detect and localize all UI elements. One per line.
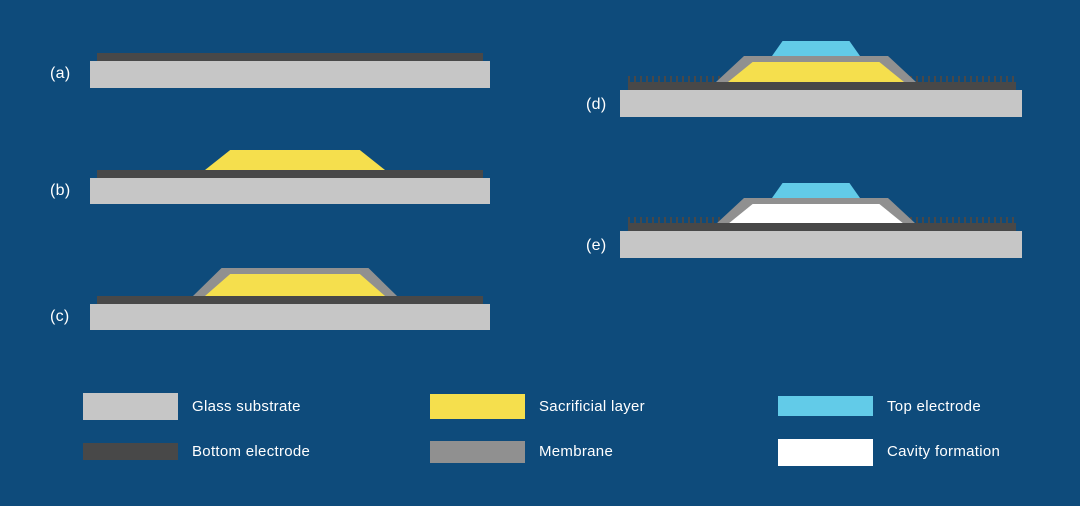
step-a-bottom-electrode-layer — [97, 53, 483, 61]
step-e-membrane-layer — [716, 198, 916, 224]
step-b-label: (b) — [50, 182, 71, 199]
legend-swatch-bottom-electrode — [83, 443, 178, 460]
step-d-glass-substrate-layer — [620, 90, 1022, 117]
step-c-glass-substrate-layer — [90, 304, 490, 330]
legend-label-cavity-formation: Cavity formation — [887, 443, 1001, 460]
legend-swatch-membrane — [430, 441, 525, 463]
step-d-sacrificial-layer — [728, 62, 904, 82]
step-d-top-electrode-layer — [772, 41, 860, 56]
step-a-label: (a) — [50, 65, 71, 82]
step-d-membrane-layer — [716, 56, 916, 82]
step-e-glass-substrate-layer — [620, 231, 1022, 258]
step-d-bottom-electrode-layer — [628, 82, 1016, 90]
step-c-bottom-electrode-layer — [97, 296, 483, 304]
step-e-label: (e) — [586, 237, 607, 254]
legend-label-bottom-electrode: Bottom electrode — [192, 443, 311, 460]
legend-label-sacrificial-layer: Sacrificial layer — [539, 398, 645, 415]
step-c-membrane-layer — [193, 268, 397, 296]
legend-swatch-cavity-formation — [778, 439, 873, 466]
legend-label-top-electrode: Top electrode — [887, 398, 981, 415]
step-b-glass-substrate-layer — [90, 178, 490, 204]
step-e-bottom-electrode-layer — [628, 223, 1016, 231]
step-d-label: (d) — [586, 96, 607, 113]
step-b-sacrificial-layer — [205, 150, 385, 170]
legend-swatch-top-electrode — [778, 396, 873, 416]
step-e-top-electrode-layer — [772, 183, 860, 198]
legend-swatch-sacrificial-layer — [430, 394, 525, 419]
step-a-glass-substrate-layer — [90, 61, 490, 88]
legend-label-glass-substrate: Glass substrate — [192, 398, 301, 415]
step-c-sacrificial-layer — [205, 274, 385, 296]
step-e-cavity — [728, 204, 904, 224]
step-b-bottom-electrode-layer — [97, 170, 483, 178]
step-c-label: (c) — [50, 308, 70, 325]
legend-label-membrane: Membrane — [539, 443, 614, 460]
legend-swatch-glass-substrate — [83, 393, 178, 420]
